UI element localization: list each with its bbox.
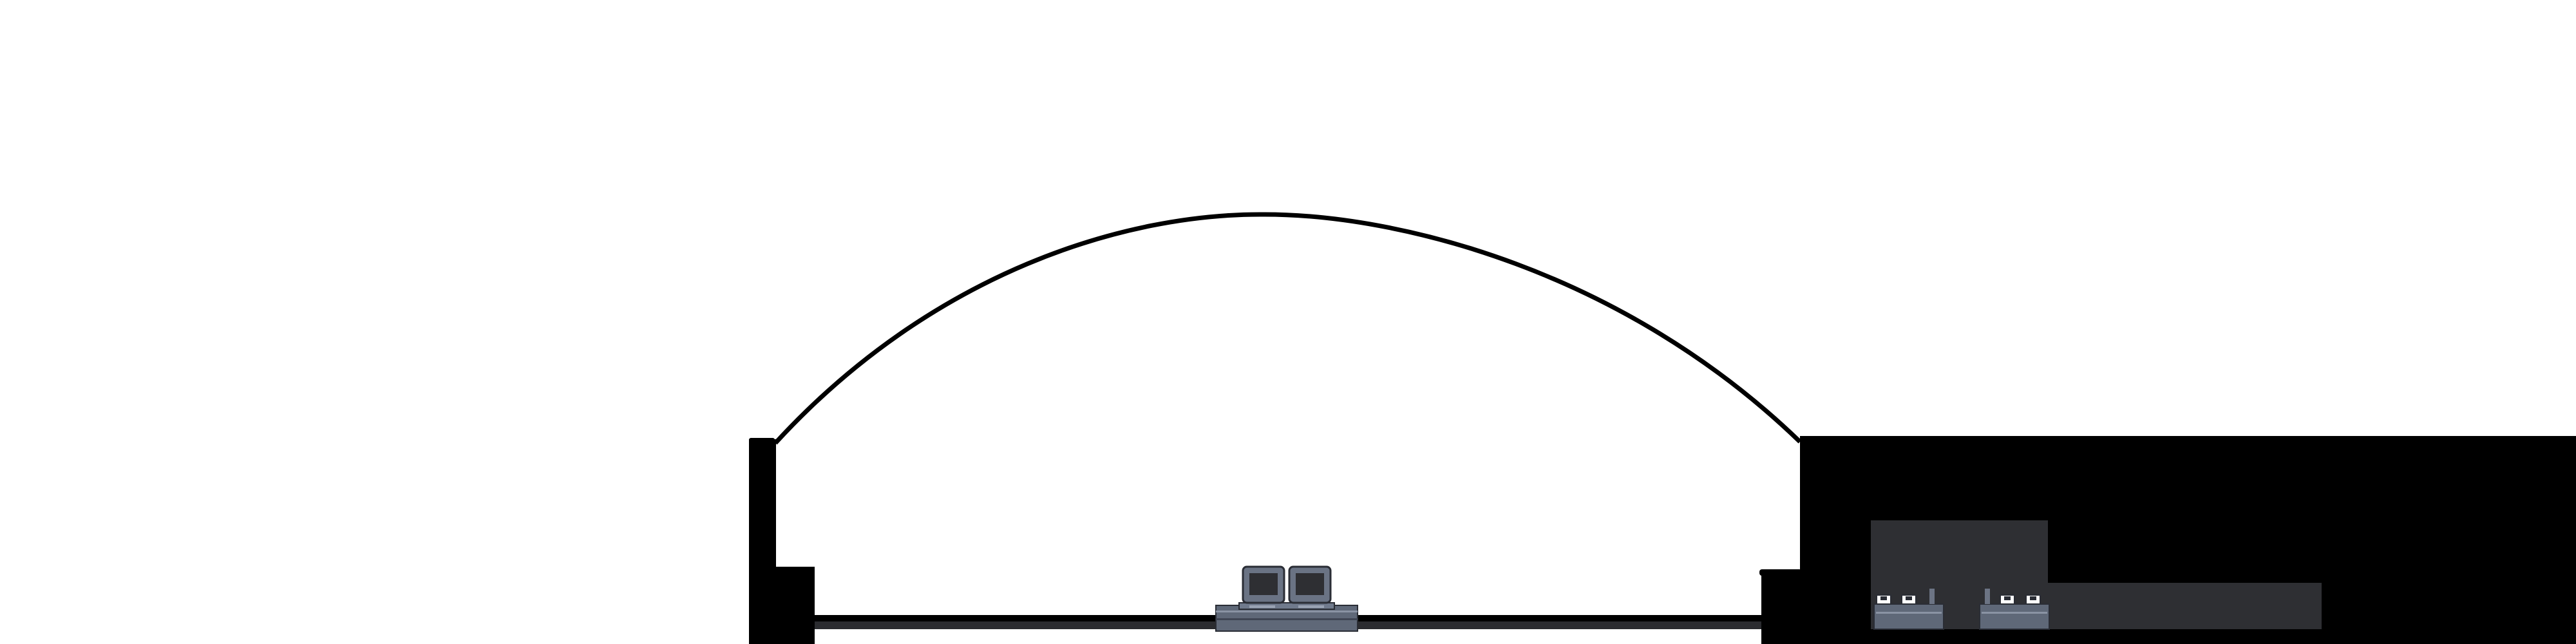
upper-room [1871,520,2048,585]
right-monitor-screen [1296,573,1324,595]
storage-unit-right[interactable] [1979,589,2050,630]
lower-room-floor [1871,629,2322,644]
floor-underside [815,629,1761,644]
twin-monitor-console[interactable] [1215,565,1358,632]
storage-unit-left[interactable] [1873,589,1944,630]
left-wall-cap [749,438,775,443]
console-desk [1238,602,1335,610]
right-ledge [1761,571,1801,644]
left-monitor-screen [1249,573,1278,595]
lower-room [1871,583,2322,629]
dome-outline [773,212,1802,445]
left-wall-step [776,567,815,644]
right-ledge-cap [1759,569,1802,576]
left-wall [749,439,776,644]
